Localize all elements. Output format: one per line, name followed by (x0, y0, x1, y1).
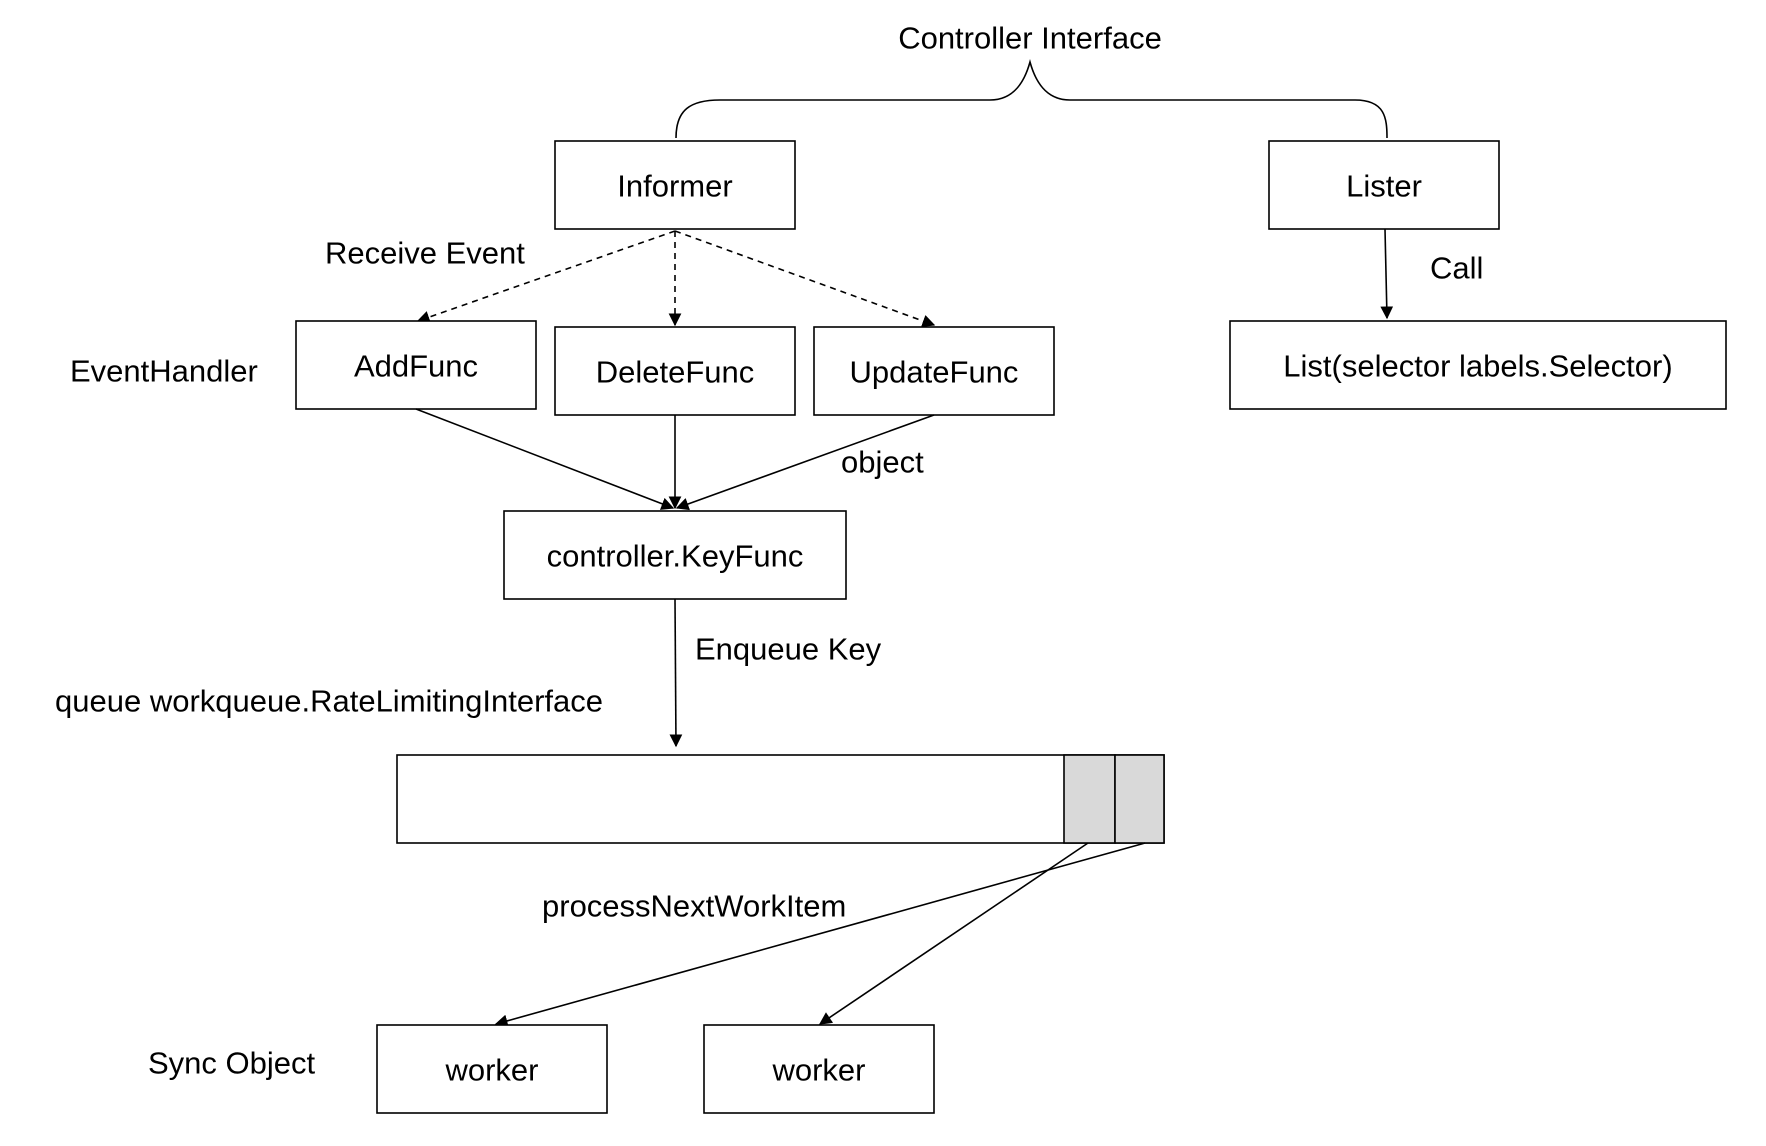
worker-box-1 (376, 1024, 608, 1114)
keyfunc-label: controller.KeyFunc (547, 539, 804, 574)
update-func-box (813, 326, 1055, 416)
receive-event-label: Receive Event (325, 236, 525, 271)
add-to-keyfunc-arrow (415, 408, 675, 510)
call-label: Call (1430, 251, 1483, 286)
informer-label: Informer (617, 169, 732, 204)
process-next-label: processNextWorkItem (542, 889, 846, 924)
queue-item-slot (1114, 754, 1165, 844)
controller-interface-brace (675, 59, 1388, 139)
event-arrow-add (416, 230, 676, 324)
queue-label: queue workqueue.RateLimitingInterface (55, 684, 603, 719)
delete-func-label: DeleteFunc (596, 355, 755, 390)
list-call-label: List(selector labels.Selector) (1283, 349, 1672, 384)
sync-object-label: Sync Object (148, 1046, 316, 1081)
queue-item-slot (1063, 754, 1116, 844)
informer-box (554, 140, 796, 230)
object-label: object (841, 445, 924, 480)
process-arrow-worker-1 (494, 842, 1146, 1028)
event-arrow-update (674, 230, 936, 328)
update-to-keyfunc-arrow (675, 414, 935, 511)
call-arrow (1380, 228, 1394, 320)
worker-label-1: worker (444, 1053, 538, 1088)
enqueue-key-label: Enqueue Key (695, 632, 882, 667)
delete-func-box (554, 326, 796, 416)
event-handler-label: EventHandler (70, 354, 258, 389)
workqueue-box (396, 754, 1165, 844)
keyfunc-box (503, 510, 847, 600)
update-func-label: UpdateFunc (850, 355, 1019, 390)
process-arrow-worker-2 (818, 842, 1089, 1025)
worker-box-2 (703, 1024, 935, 1114)
lister-box (1268, 140, 1500, 230)
add-func-box (295, 320, 537, 410)
diagram-title: Controller Interface (898, 21, 1162, 56)
add-func-label: AddFunc (354, 349, 478, 384)
list-call-box (1229, 320, 1727, 410)
lister-label: Lister (1346, 169, 1422, 204)
enqueue-arrow (669, 598, 683, 748)
worker-label-2: worker (771, 1053, 865, 1088)
